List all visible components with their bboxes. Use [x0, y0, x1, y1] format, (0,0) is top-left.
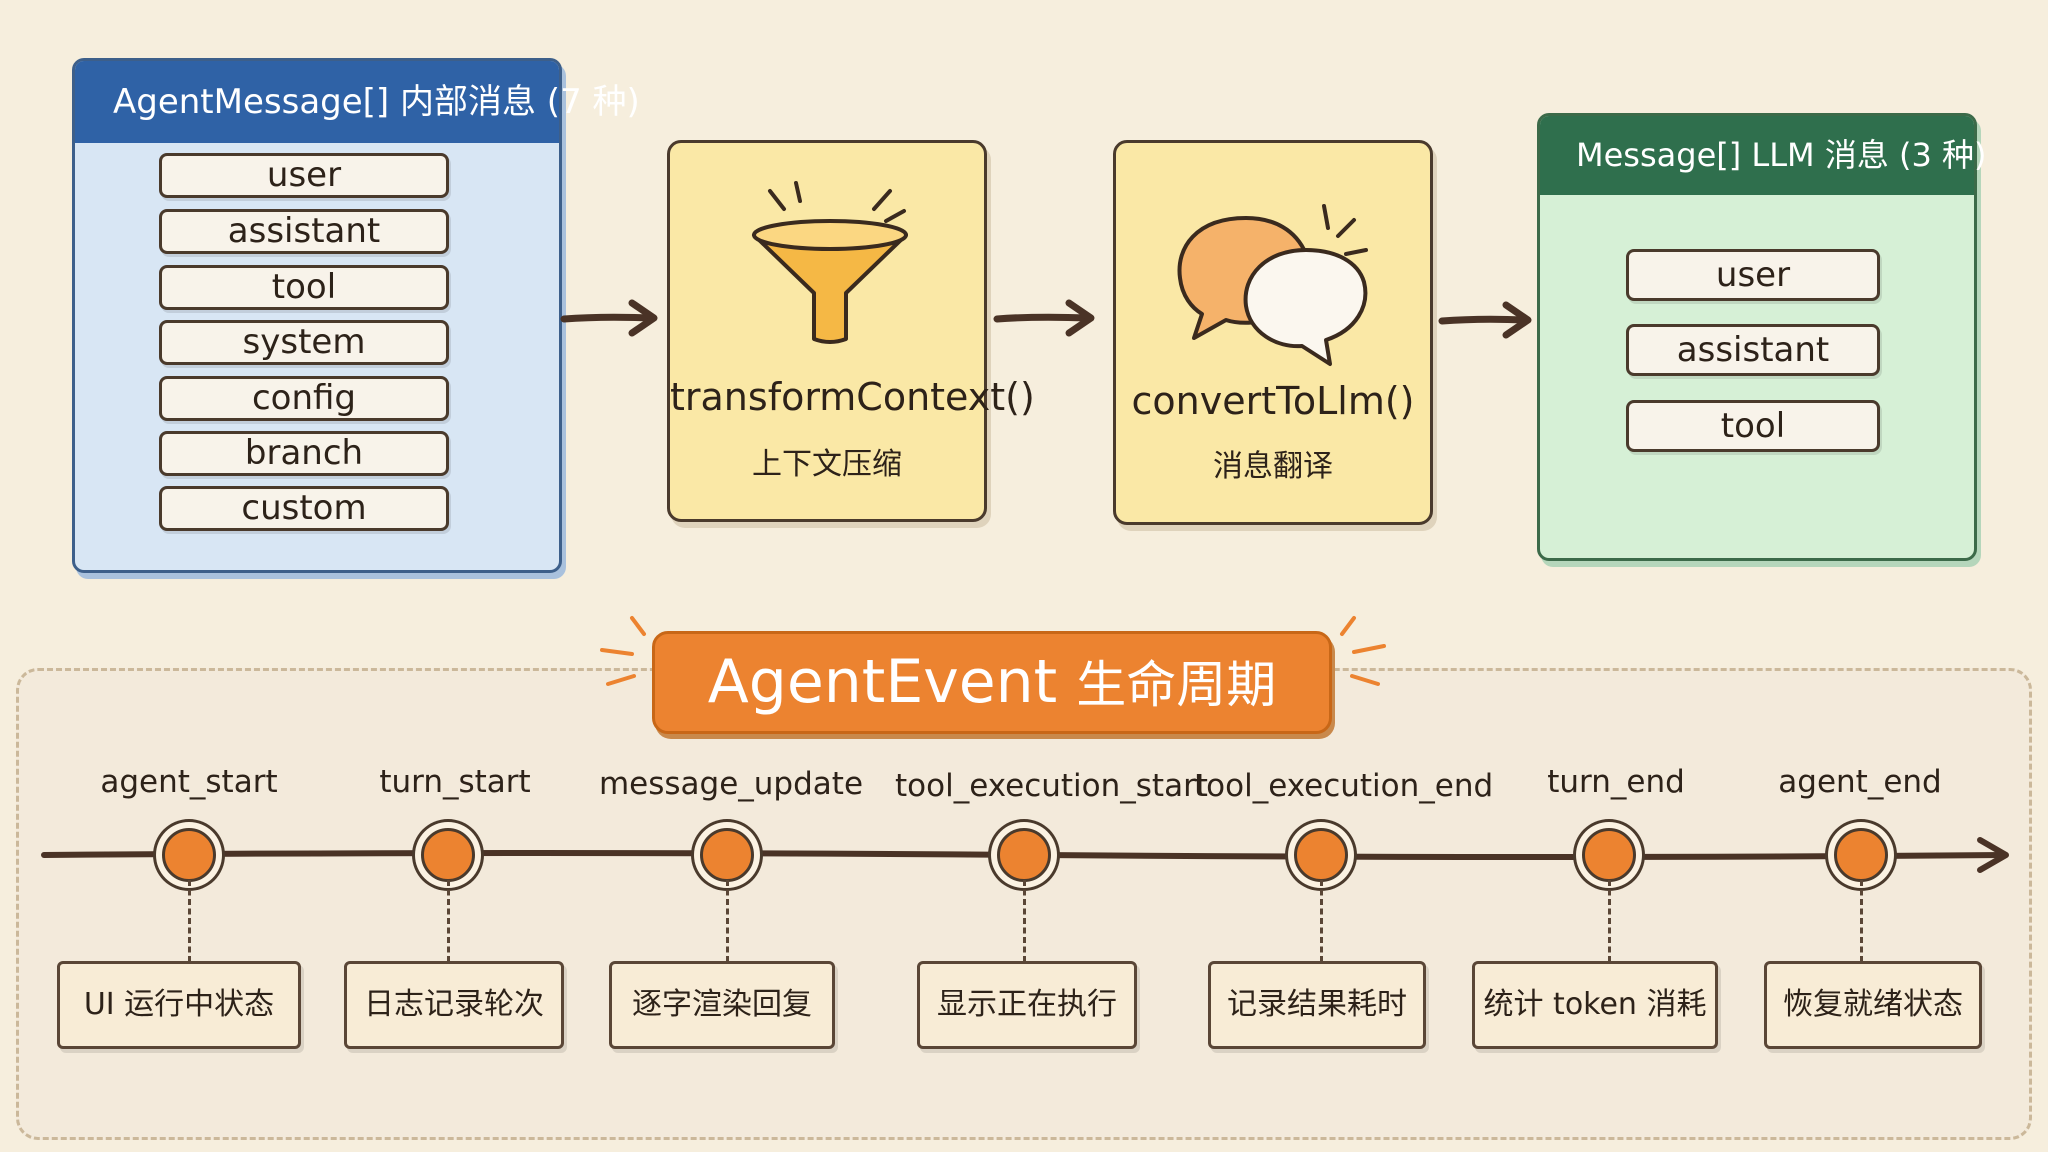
agent-message-type: assistant — [159, 209, 449, 254]
event-node — [997, 828, 1051, 882]
agent-message-type: user — [159, 153, 449, 198]
llm-message-type: assistant — [1626, 324, 1880, 376]
agent-message-type: system — [159, 320, 449, 365]
event-description: 逐字渲染回复 — [609, 961, 835, 1049]
transform-context-description: 上下文压缩 — [752, 447, 902, 482]
event-description: 显示正在执行 — [917, 961, 1137, 1049]
convert-to-llm-card: convertToLlm() 消息翻译 — [1113, 140, 1433, 525]
lifecycle-title-zh: 生命周期 — [1076, 656, 1277, 714]
convert-to-llm-function: convertToLlm() — [1131, 379, 1415, 423]
event-node — [1582, 828, 1636, 882]
agent-message-type: tool — [159, 265, 449, 310]
llm-message-type: user — [1626, 249, 1880, 301]
agent-message-panel-title: AgentMessage[] 内部消息 (7 种) — [75, 61, 640, 143]
event-description: UI 运行中状态 — [57, 961, 301, 1049]
llm-message-type: tool — [1626, 400, 1880, 452]
event-node — [421, 828, 475, 882]
agent-message-panel: AgentMessage[] 内部消息 (7 种) user assistant… — [72, 58, 640, 573]
event-connector — [1860, 880, 1863, 962]
event-description: 记录结果耗时 — [1208, 961, 1426, 1049]
sparkle-icon — [600, 616, 646, 686]
event-name: tool_execution_end — [1194, 768, 1494, 804]
event-name: turn_start — [379, 764, 531, 800]
funnel-icon — [752, 181, 908, 344]
speech-bubbles-icon — [1177, 204, 1368, 366]
convert-to-llm-description: 消息翻译 — [1213, 449, 1333, 484]
event-node — [1294, 828, 1348, 882]
event-description: 日志记录轮次 — [344, 961, 564, 1049]
event-description: 统计 token 消耗 — [1472, 961, 1718, 1049]
agent-message-type: custom — [159, 486, 449, 531]
event-name: agent_start — [100, 764, 278, 800]
lifecycle-title: AgentEvent — [707, 647, 1058, 717]
flow-arrow-icon — [1438, 301, 1532, 339]
event-connector — [726, 880, 729, 962]
event-connector — [1320, 880, 1323, 962]
event-name: tool_execution_start — [895, 768, 1208, 804]
event-node — [700, 828, 754, 882]
agent-message-type: config — [159, 376, 449, 421]
transform-context-function: transformContext() — [670, 375, 1035, 419]
llm-message-panel: Message[] LLM 消息 (3 种) user assistant to… — [1537, 113, 1987, 561]
llm-message-panel-title: Message[] LLM 消息 (3 种) — [1540, 116, 1987, 195]
event-name: agent_end — [1778, 764, 1942, 800]
event-node — [162, 828, 216, 882]
flow-arrow-icon — [560, 299, 658, 337]
event-name: message_update — [598, 766, 864, 802]
agent-message-type: branch — [159, 431, 449, 476]
lifecycle-title-banner: AgentEvent 生命周期 — [652, 631, 1332, 734]
transform-context-card: transformContext() 上下文压缩 — [667, 140, 1035, 522]
flow-arrow-icon — [993, 299, 1095, 337]
event-connector — [1608, 880, 1611, 962]
event-name: turn_end — [1547, 764, 1685, 800]
event-description: 恢复就绪状态 — [1764, 961, 1982, 1049]
sparkle-icon — [1340, 616, 1386, 686]
event-connector — [447, 880, 450, 962]
event-connector — [1023, 880, 1026, 962]
event-connector — [188, 880, 191, 962]
event-node — [1834, 828, 1888, 882]
